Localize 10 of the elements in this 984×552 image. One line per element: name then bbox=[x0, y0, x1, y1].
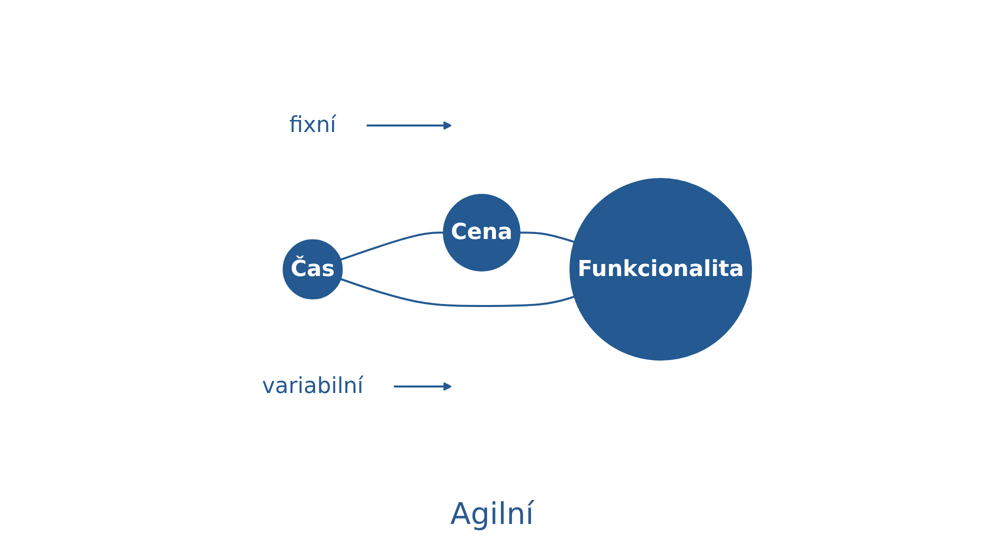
node-circle: Funkcionalita bbox=[570, 178, 752, 360]
arrow bbox=[366, 120, 452, 130]
caption: Agilní bbox=[450, 496, 534, 532]
node-circle: Cena bbox=[443, 193, 521, 271]
arrow bbox=[394, 382, 452, 390]
node-circle: Čas bbox=[282, 238, 343, 299]
connector bbox=[340, 231, 444, 260]
connector bbox=[340, 278, 575, 306]
node-text: variabilní bbox=[262, 373, 364, 398]
connector bbox=[520, 231, 575, 242]
